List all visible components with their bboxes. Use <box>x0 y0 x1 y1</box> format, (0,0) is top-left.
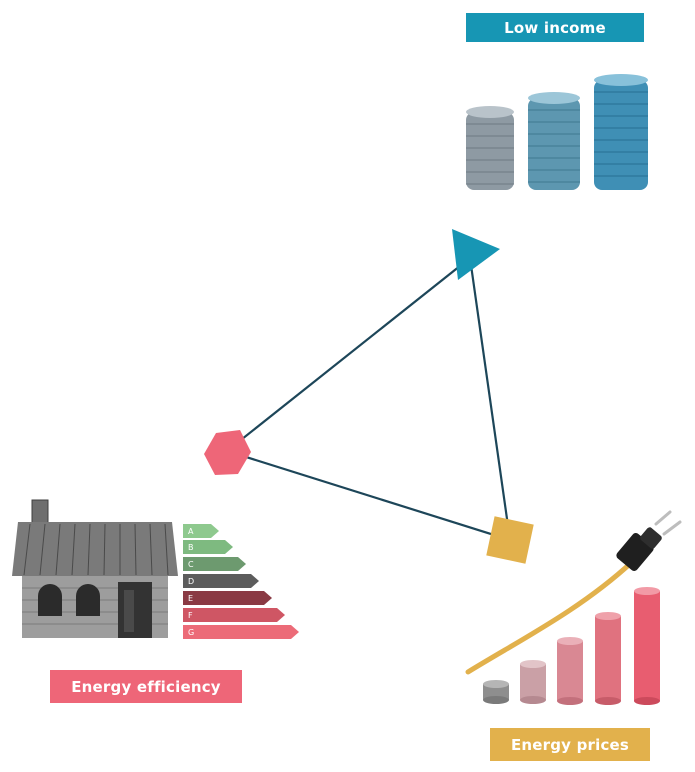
connector-lines <box>226 257 512 542</box>
connector-efficiency-to-income <box>226 257 471 452</box>
coin-stack-small <box>466 106 514 190</box>
house-roof <box>12 522 178 576</box>
rating-bar-e <box>183 591 272 605</box>
house-window-right <box>76 584 100 616</box>
house-door <box>118 582 152 638</box>
power-plug-icon <box>616 510 682 571</box>
price-bar-1 <box>483 680 509 704</box>
connector-prices-to-efficiency <box>226 449 511 542</box>
coin-stack-medium <box>528 92 580 190</box>
rating-bar-f <box>183 608 285 622</box>
rating-bar-b <box>183 540 233 554</box>
rating-letter-e: E <box>188 594 193 603</box>
rating-letter-b: B <box>188 543 194 552</box>
house-icon <box>12 499 178 638</box>
price-bar-2 <box>520 660 546 704</box>
energy-efficiency-label: Energy efficiency <box>50 670 242 703</box>
energy-rating-scale: A B C D E F G <box>183 524 299 639</box>
coin-stacks-icon <box>466 74 648 190</box>
rating-letter-f: F <box>188 611 193 620</box>
rating-bar-d <box>183 574 259 588</box>
connector-income-to-prices <box>468 257 512 541</box>
power-cable <box>465 559 635 675</box>
rating-letter-a: A <box>188 527 194 536</box>
rating-bar-c <box>183 557 246 571</box>
coin-stack-large <box>594 74 648 190</box>
energy-efficiency-node-hexagon <box>204 430 251 475</box>
price-bar-4 <box>595 612 621 705</box>
rating-letter-c: C <box>188 560 194 569</box>
rating-bar-g <box>183 625 299 639</box>
price-bar-3 <box>557 637 583 705</box>
energy-prices-node-square <box>486 516 534 564</box>
rising-price-bars <box>483 587 660 705</box>
energy-prices-label: Energy prices <box>490 728 650 761</box>
rating-letter-g: G <box>188 628 194 637</box>
rating-letter-d: D <box>188 577 194 586</box>
rating-bar-a <box>183 524 219 538</box>
low-income-label: Low income <box>466 13 644 42</box>
house-window-left <box>38 584 62 616</box>
low-income-node-triangle <box>452 229 500 280</box>
price-bar-5 <box>634 587 660 705</box>
